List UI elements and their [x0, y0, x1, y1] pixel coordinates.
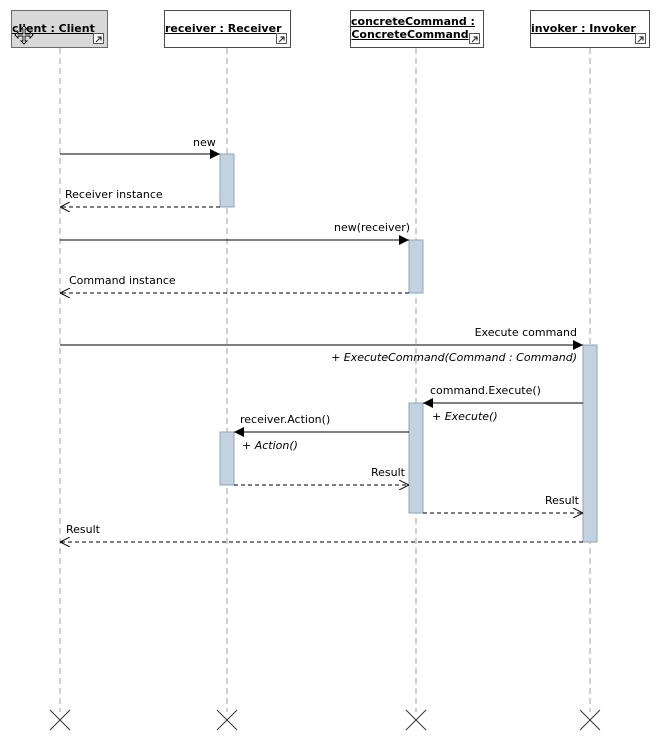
- lifeline-head-receiver[interactable]: receiver : Receiver: [164, 10, 291, 48]
- message-label-result-action[interactable]: Result: [371, 466, 405, 479]
- lifeline-head-concrete-command-line1: concreteCommand :: [351, 15, 475, 28]
- destroy-marker-invoker: [579, 709, 601, 731]
- lifeline-head-concrete-command-line2: ConcreteCommand: [351, 28, 469, 41]
- move-cursor-icon: [14, 25, 34, 45]
- message-label-new[interactable]: new: [193, 136, 216, 149]
- destroy-marker-concrete-command: [405, 709, 427, 731]
- lifeline-head-client[interactable]: client : Client: [11, 10, 108, 48]
- lifeline-head-receiver-label: receiver : Receiver: [165, 22, 282, 35]
- link-icon[interactable]: [276, 33, 287, 44]
- lifeline-head-invoker-label: invoker : Invoker: [531, 22, 636, 35]
- message-label-execute-command[interactable]: Execute command: [474, 326, 577, 339]
- message-label-receiver-action[interactable]: receiver.Action(): [240, 413, 331, 426]
- message-operation-receiver-action[interactable]: + Action(): [242, 439, 298, 452]
- activation-invoker-execute[interactable]: [582, 344, 598, 543]
- destroy-marker-client: [49, 709, 71, 731]
- lifeline-head-concrete-command[interactable]: concreteCommand : ConcreteCommand: [350, 10, 484, 48]
- message-label-result-final[interactable]: Result: [66, 523, 100, 536]
- message-operation-execute-command[interactable]: + ExecuteCommand(Command : Command): [331, 351, 577, 364]
- lifeline-head-invoker[interactable]: invoker : Invoker: [530, 10, 650, 48]
- message-label-result-execute[interactable]: Result: [545, 494, 579, 507]
- link-icon[interactable]: [93, 33, 104, 44]
- destroy-marker-receiver: [216, 709, 238, 731]
- activation-command-new[interactable]: [408, 239, 424, 294]
- message-label-command-execute[interactable]: command.Execute(): [430, 384, 541, 397]
- lifeline-head-concrete-command-label: concreteCommand : ConcreteCommand: [351, 11, 483, 41]
- lifeline-head-client-label: client : Client: [12, 22, 95, 35]
- message-label-command-instance[interactable]: Command instance: [69, 274, 176, 287]
- activation-receiver-new[interactable]: [219, 153, 235, 208]
- link-icon[interactable]: [635, 33, 646, 44]
- activation-receiver-action[interactable]: [219, 431, 235, 486]
- message-operation-command-execute[interactable]: + Execute(): [432, 410, 498, 423]
- link-icon[interactable]: [469, 33, 480, 44]
- activation-command-execute[interactable]: [408, 402, 424, 514]
- message-label-receiver-instance[interactable]: Receiver instance: [65, 188, 163, 201]
- message-label-new-receiver[interactable]: new(receiver): [334, 221, 411, 234]
